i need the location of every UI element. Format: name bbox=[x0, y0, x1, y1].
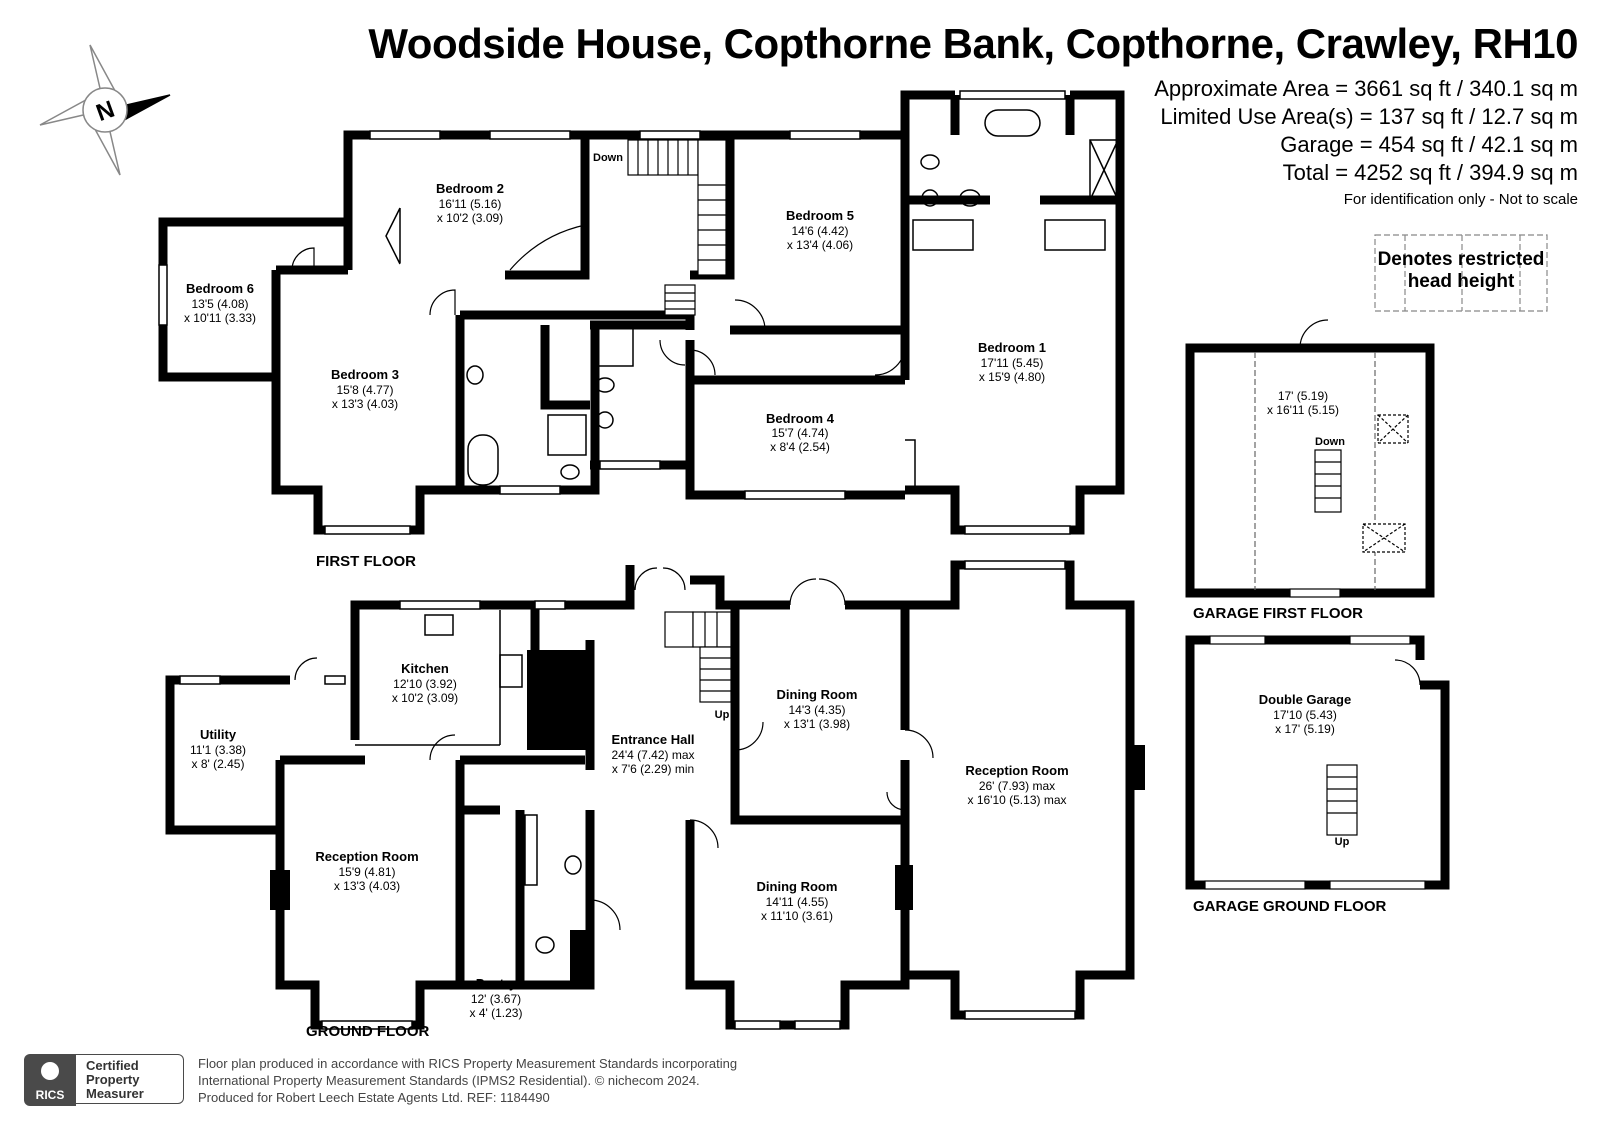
page-title: Woodside House, Copthorne Bank, Copthorn… bbox=[368, 20, 1578, 67]
room-garage-loft-dim1: 17' (5.19) bbox=[1278, 389, 1328, 403]
first-floor-stairs bbox=[509, 139, 727, 316]
ground-floor-windows bbox=[179, 560, 1076, 1030]
room-bedroom5-dim2: x 13'4 (4.06) bbox=[787, 238, 853, 252]
room-bedroom3-name: Bedroom 3 bbox=[331, 367, 399, 382]
stairs-first-down: Down bbox=[593, 152, 623, 164]
first-floor-walls bbox=[158, 90, 1125, 535]
footer-line3: Produced for Robert Leech Estate Agents … bbox=[198, 1090, 550, 1105]
label-garage-first-floor: GARAGE FIRST FLOOR bbox=[1193, 605, 1363, 622]
scale-note: For identification only - Not to scale bbox=[1343, 191, 1578, 208]
footer-line2: International Property Measurement Stand… bbox=[198, 1073, 700, 1088]
room-bedroom2-dim1: 16'11 (5.16) bbox=[439, 197, 502, 211]
room-entrance-dim1: 24'4 (7.42) max bbox=[612, 748, 695, 762]
rics-certified-badge: RICS Certified Property Measurer bbox=[24, 1054, 184, 1106]
area-approximate: Approximate Area = 3661 sq ft / 340.1 sq… bbox=[1154, 76, 1578, 101]
room-utility-name: Utility bbox=[200, 727, 237, 742]
label-garage-ground-floor: GARAGE GROUND FLOOR bbox=[1193, 898, 1387, 915]
stairs-garage-down: Down bbox=[1315, 436, 1345, 448]
room-pantry-name: Pantry bbox=[476, 976, 517, 991]
restricted-height-legend: Denotes restricted head height bbox=[1375, 235, 1547, 311]
room-pantry-dim1: 12' (3.67) bbox=[471, 992, 521, 1006]
room-reception-left-dim1: 15'9 (4.81) bbox=[339, 865, 396, 879]
room-bedroom5-dim1: 14'6 (4.42) bbox=[792, 224, 849, 238]
room-dining2-dim2: x 11'10 (3.61) bbox=[761, 909, 833, 923]
area-garage: Garage = 454 sq ft / 42.1 sq m bbox=[1280, 132, 1578, 157]
room-bedroom3-dim2: x 13'3 (4.03) bbox=[332, 397, 398, 411]
room-utility-dim1: 11'1 (3.38) bbox=[190, 743, 246, 757]
room-bedroom6-dim2: x 10'11 (3.33) bbox=[184, 311, 256, 325]
room-reception-right-name: Reception Room bbox=[965, 763, 1068, 778]
room-dining2-dim1: 14'11 (4.55) bbox=[766, 895, 829, 909]
room-bedroom2-name: Bedroom 2 bbox=[436, 181, 504, 196]
first-floor-windows bbox=[158, 90, 1071, 535]
label-ground-floor: GROUND FLOOR bbox=[306, 1023, 430, 1040]
room-bedroom6-dim1: 13'5 (4.08) bbox=[192, 297, 249, 311]
room-double-garage-name: Double Garage bbox=[1259, 692, 1351, 707]
room-bedroom1-dim1: 17'11 (5.45) bbox=[981, 356, 1044, 370]
ground-floor-solids bbox=[270, 650, 1145, 985]
footer-credits: Floor plan produced in accordance with R… bbox=[198, 1055, 737, 1106]
room-kitchen-dim2: x 10'2 (3.09) bbox=[392, 691, 458, 705]
room-kitchen-dim1: 12'10 (3.92) bbox=[393, 677, 457, 691]
room-dining1-dim2: x 13'1 (3.98) bbox=[784, 717, 850, 731]
rics-label: Certified Property Measurer bbox=[76, 1054, 184, 1104]
garage-details bbox=[1204, 319, 1426, 890]
legend-line1: Denotes restricted bbox=[1377, 249, 1545, 270]
room-bedroom3-dim1: 15'8 (4.77) bbox=[337, 383, 394, 397]
room-reception-right-dim2: x 16'10 (5.13) max bbox=[967, 793, 1066, 807]
room-bedroom5-name: Bedroom 5 bbox=[786, 208, 854, 223]
room-dining2-name: Dining Room bbox=[757, 879, 838, 894]
room-reception-right-dim1: 26' (7.93) max bbox=[979, 779, 1055, 793]
compass-rose: N bbox=[39, 44, 171, 176]
rics-logo: RICS bbox=[24, 1054, 76, 1106]
room-bedroom4-dim1: 15'7 (4.74) bbox=[772, 426, 829, 440]
legend-line2: head height bbox=[1407, 271, 1515, 292]
room-bedroom1-dim2: x 15'9 (4.80) bbox=[979, 370, 1045, 384]
room-reception-left-dim2: x 13'3 (4.03) bbox=[334, 879, 400, 893]
room-bedroom2-dim2: x 10'2 (3.09) bbox=[437, 211, 503, 225]
room-double-garage-dim1: 17'10 (5.43) bbox=[1273, 708, 1337, 722]
room-bedroom6-name: Bedroom 6 bbox=[186, 281, 254, 296]
room-bedroom4-dim2: x 8'4 (2.54) bbox=[770, 440, 830, 454]
stairs-garage-up: Up bbox=[1335, 836, 1350, 848]
room-garage-loft-dim2: x 16'11 (5.15) bbox=[1267, 403, 1339, 417]
room-bedroom1-name: Bedroom 1 bbox=[978, 340, 1046, 355]
ground-floor-doors bbox=[294, 567, 1421, 931]
room-pantry-dim2: x 4' (1.23) bbox=[470, 1006, 523, 1020]
room-reception-left-name: Reception Room bbox=[315, 849, 418, 864]
stairs-ground-up: Up bbox=[715, 709, 730, 721]
area-summary: Approximate Area = 3661 sq ft / 340.1 sq… bbox=[1154, 75, 1578, 213]
room-bedroom4-name: Bedroom 4 bbox=[766, 411, 835, 426]
ground-floor-stairs bbox=[664, 611, 732, 703]
first-floor-doors bbox=[291, 247, 906, 376]
label-first-floor: FIRST FLOOR bbox=[316, 553, 416, 570]
ground-floor-fixtures bbox=[355, 610, 582, 954]
footer-line1: Floor plan produced in accordance with R… bbox=[198, 1056, 738, 1071]
room-dining1-dim1: 14'3 (4.35) bbox=[789, 703, 846, 717]
room-entrance-name: Entrance Hall bbox=[611, 732, 694, 747]
restricted-height-legend-box bbox=[1374, 234, 1548, 312]
room-kitchen-name: Kitchen bbox=[401, 661, 449, 676]
room-double-garage-dim2: x 17' (5.19) bbox=[1275, 722, 1335, 736]
room-dining1-name: Dining Room bbox=[777, 687, 858, 702]
first-floor-fixtures bbox=[385, 109, 1119, 491]
area-limited-use: Limited Use Area(s) = 137 sq ft / 12.7 s… bbox=[1160, 104, 1578, 129]
room-entrance-dim2: x 7'6 (2.29) min bbox=[612, 762, 694, 776]
room-utility-dim2: x 8' (2.45) bbox=[192, 757, 245, 771]
area-total: Total = 4252 sq ft / 394.9 sq m bbox=[1282, 160, 1578, 185]
